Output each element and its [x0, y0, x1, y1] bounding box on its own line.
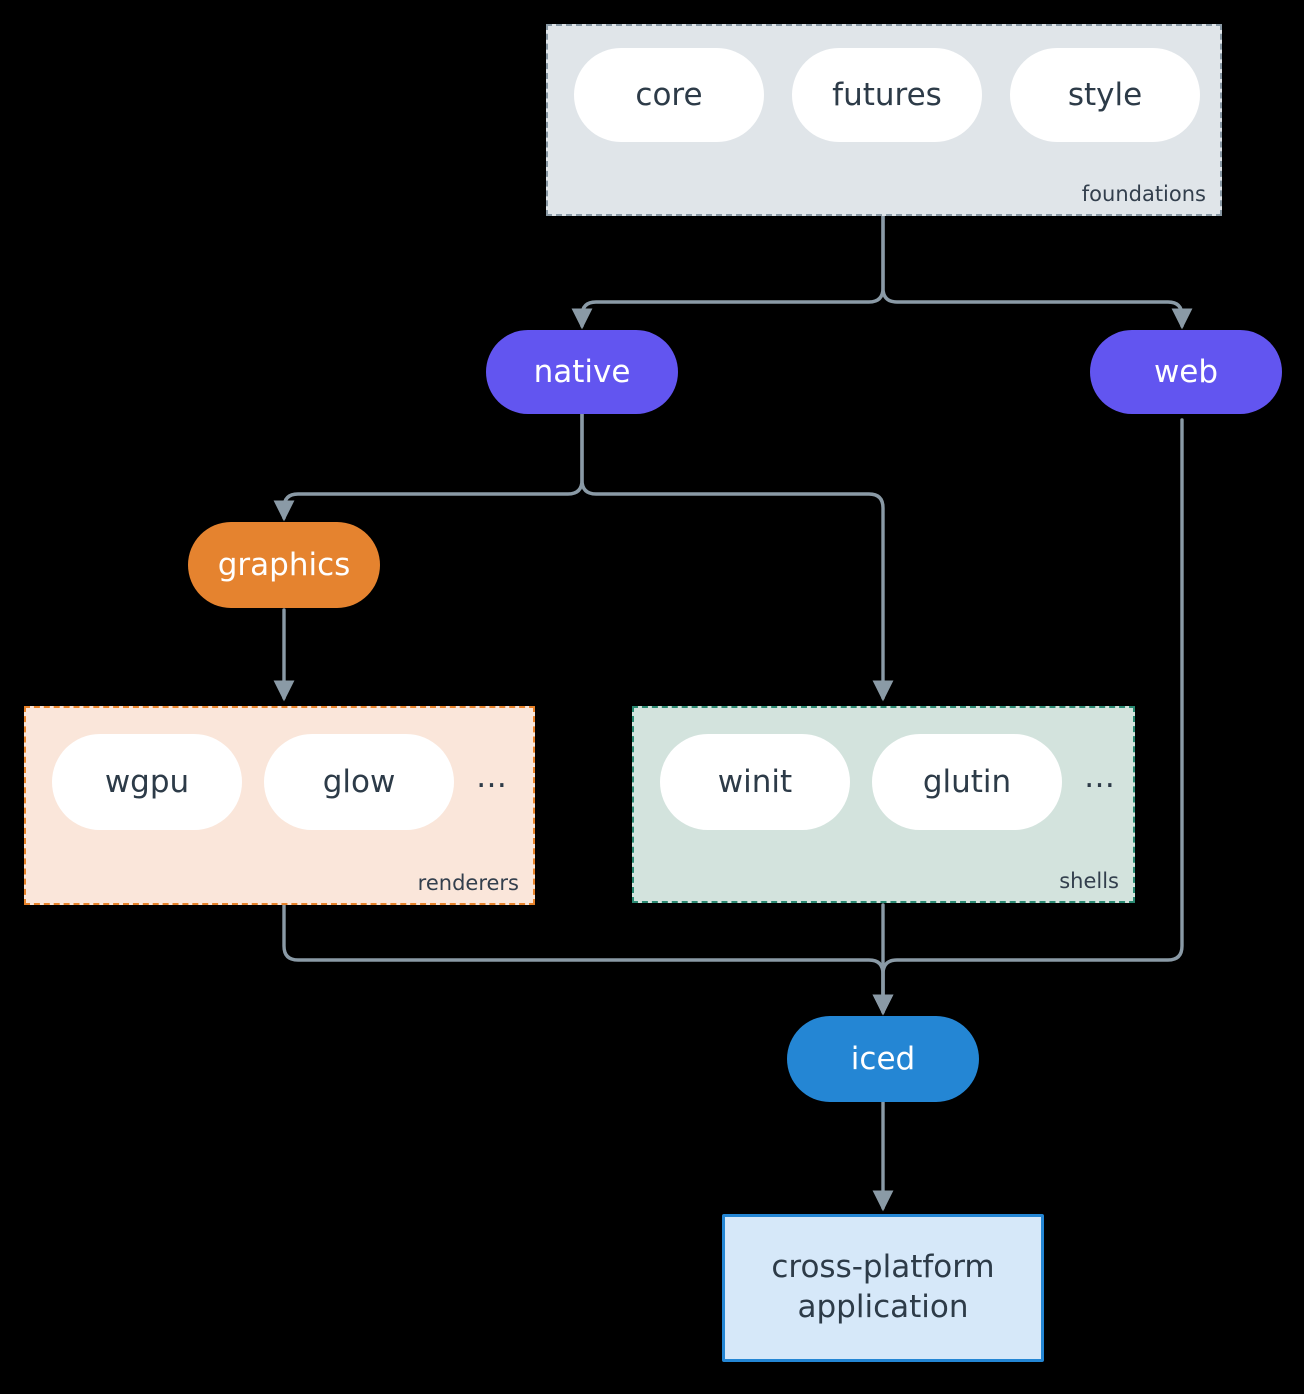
node-graphics[interactable]: graphics: [188, 522, 380, 608]
node-graphics-label: graphics: [217, 547, 351, 583]
node-futures-label: futures: [832, 77, 942, 113]
node-native-label: native: [533, 354, 631, 390]
node-renderers-more: …: [476, 758, 507, 795]
cluster-renderers: wgpu glow … renderers: [24, 706, 535, 905]
cluster-shells: winit glutin … shells: [632, 706, 1135, 903]
node-style-label: style: [1067, 77, 1143, 113]
node-iced-label: iced: [850, 1041, 916, 1077]
node-winit-label: winit: [717, 764, 793, 800]
edge-foundations-web: [881, 214, 1193, 330]
edge-renderers-iced: [282, 903, 894, 1016]
node-web[interactable]: web: [1090, 330, 1282, 414]
node-iced[interactable]: iced: [787, 1016, 979, 1102]
node-core[interactable]: core: [574, 48, 764, 142]
node-cross-platform-application[interactable]: cross-platform application: [722, 1214, 1044, 1362]
node-glutin[interactable]: glutin: [872, 734, 1062, 830]
cluster-foundations: core futures style foundations: [546, 24, 1222, 216]
node-wgpu[interactable]: wgpu: [52, 734, 242, 830]
node-glow[interactable]: glow: [264, 734, 454, 830]
edge-native-graphics: [273, 412, 584, 522]
node-winit[interactable]: winit: [660, 734, 850, 830]
edge-native-shells: [580, 412, 894, 702]
node-glutin-label: glutin: [922, 764, 1012, 800]
node-wgpu-label: wgpu: [104, 764, 190, 800]
node-app-label-line2: application: [797, 1289, 969, 1325]
node-glow-label: glow: [322, 764, 396, 800]
node-web-label: web: [1153, 354, 1219, 390]
edge-foundations-native: [571, 214, 885, 330]
node-native[interactable]: native: [486, 330, 678, 414]
cluster-foundations-label: foundations: [1081, 182, 1206, 206]
node-style[interactable]: style: [1010, 48, 1200, 142]
cluster-renderers-label: renderers: [417, 871, 519, 895]
node-shells-more: …: [1084, 758, 1115, 795]
node-futures[interactable]: futures: [792, 48, 982, 142]
cluster-shells-label: shells: [1059, 869, 1119, 893]
node-app-label-line1: cross-platform: [771, 1249, 995, 1286]
node-core-label: core: [635, 77, 703, 113]
